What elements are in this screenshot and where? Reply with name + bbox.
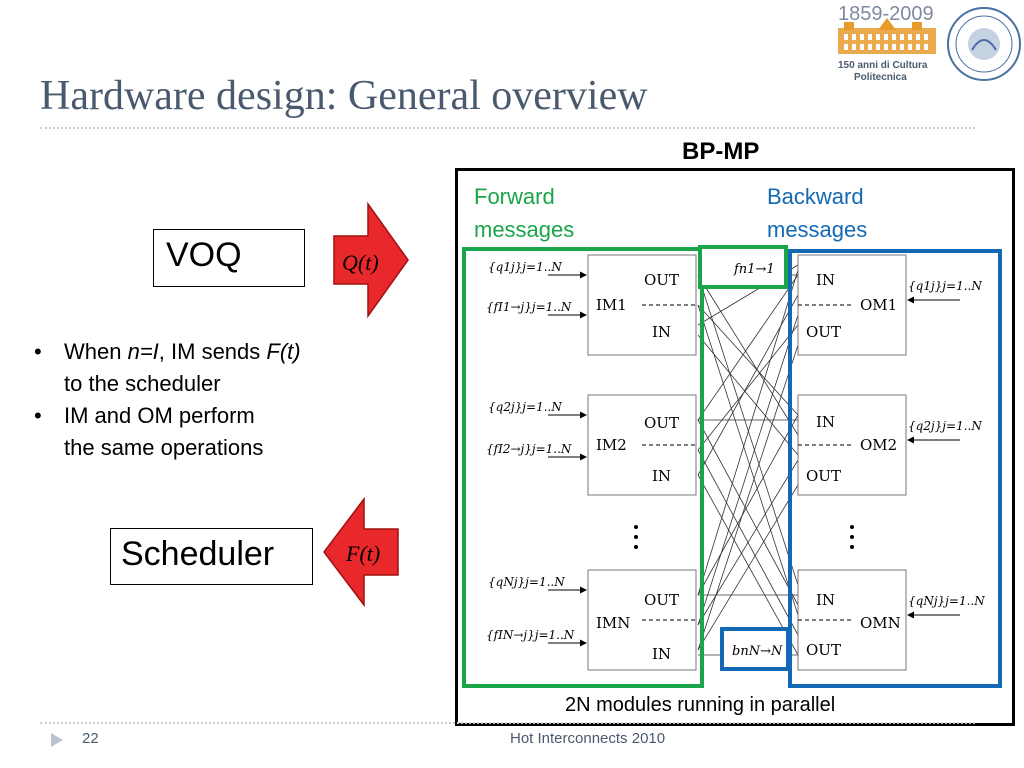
f-arrow-left-icon: F(t)	[323, 496, 399, 608]
qn-input: {qNj}j=1..N	[488, 575, 565, 589]
bullet-2: • IM and OM perform the same operations	[34, 403, 264, 460]
bpmp-title: BP-MP	[682, 138, 760, 165]
f1-input: {fI1→j}j=1..N	[486, 300, 572, 314]
svg-text:IN: IN	[816, 413, 835, 431]
svg-text:IM1: IM1	[596, 296, 627, 314]
interconnect-lines	[697, 264, 799, 656]
svg-text:IM2: IM2	[596, 436, 627, 454]
svg-text:IN: IN	[652, 467, 671, 485]
svg-text:IMN: IMN	[596, 614, 630, 632]
q2-input: {q2j}j=1..N	[488, 400, 562, 414]
svg-text:OUT: OUT	[644, 591, 679, 609]
page-arrow-icon	[51, 733, 63, 747]
footer-divider	[40, 722, 975, 724]
bullet-1: • When n=I, IM sends F(t) to the schedul…	[34, 339, 301, 396]
logo-line2: Politecnica	[854, 72, 907, 83]
im-module-1: OUT IN IM1	[587, 254, 697, 356]
bullet-list: • When n=I, IM sends F(t) to the schedul…	[34, 336, 301, 464]
svg-text:OMN: OMN	[860, 614, 901, 632]
voq-box: VOQ	[153, 229, 305, 287]
svg-text:OUT: OUT	[644, 414, 679, 432]
om-module-2: IN OUT OM2	[797, 394, 907, 496]
om1-q-input: {q1j}j=1..N	[908, 279, 982, 293]
module-diagram: OUT IN IM1 OUT IN IM2 OUT IN IMN IN OUT …	[462, 245, 1002, 688]
diagram-caption: 2N modules running in parallel	[565, 694, 836, 716]
slide-title: Hardware design: General overview	[40, 73, 648, 119]
svg-text:IN: IN	[816, 591, 835, 609]
fn-input: {fIN→j}j=1..N	[486, 628, 575, 642]
svg-text:OUT: OUT	[644, 271, 679, 289]
politecnico-logo: 1859-2009 150 anni di Cultura Politecnic…	[832, 0, 1024, 90]
bottom-message-box	[720, 627, 790, 671]
bottom-message: bnN→N	[732, 644, 783, 659]
svg-text:IN: IN	[652, 645, 671, 663]
svg-text:OUT: OUT	[806, 323, 841, 341]
f-symbol: F(t)	[345, 541, 380, 566]
forward-frame	[462, 247, 704, 688]
svg-text:IN: IN	[652, 323, 671, 341]
bpmp-frame	[455, 168, 1015, 726]
page-number: 22	[82, 730, 99, 747]
im-module-2: OUT IN IM2	[587, 394, 697, 496]
om-module-1: IN OUT OM1	[797, 254, 907, 356]
om2-q-input: {q2j}j=1..N	[908, 419, 982, 433]
om-module-n: IN OUT OMN	[797, 569, 907, 671]
omn-q-input: {qNj}j=1..N	[908, 594, 985, 608]
footer-text: Hot Interconnects 2010	[510, 730, 666, 747]
q-arrow-right-icon: Q(t)	[333, 201, 409, 319]
svg-text:OUT: OUT	[806, 641, 841, 659]
top-message-box	[698, 245, 788, 289]
q1-input: {q1j}j=1..N	[488, 260, 562, 274]
top-message: fn1→1	[733, 262, 775, 277]
ellipsis-dots	[634, 525, 854, 549]
q-symbol: Q(t)	[342, 250, 379, 275]
svg-text:OM1: OM1	[860, 296, 897, 314]
logo-line1: 150 anni di Cultura	[838, 60, 928, 71]
svg-text:OUT: OUT	[806, 467, 841, 485]
svg-text:OM2: OM2	[860, 436, 897, 454]
im-module-n: OUT IN IMN	[587, 569, 697, 671]
f2-input: {fI2→j}j=1..N	[486, 442, 572, 456]
title-divider	[40, 127, 975, 129]
scheduler-box: Scheduler	[110, 528, 313, 585]
backward-frame	[788, 249, 1002, 688]
svg-text:IN: IN	[816, 271, 835, 289]
logo-years: 1859-2009	[838, 3, 934, 25]
